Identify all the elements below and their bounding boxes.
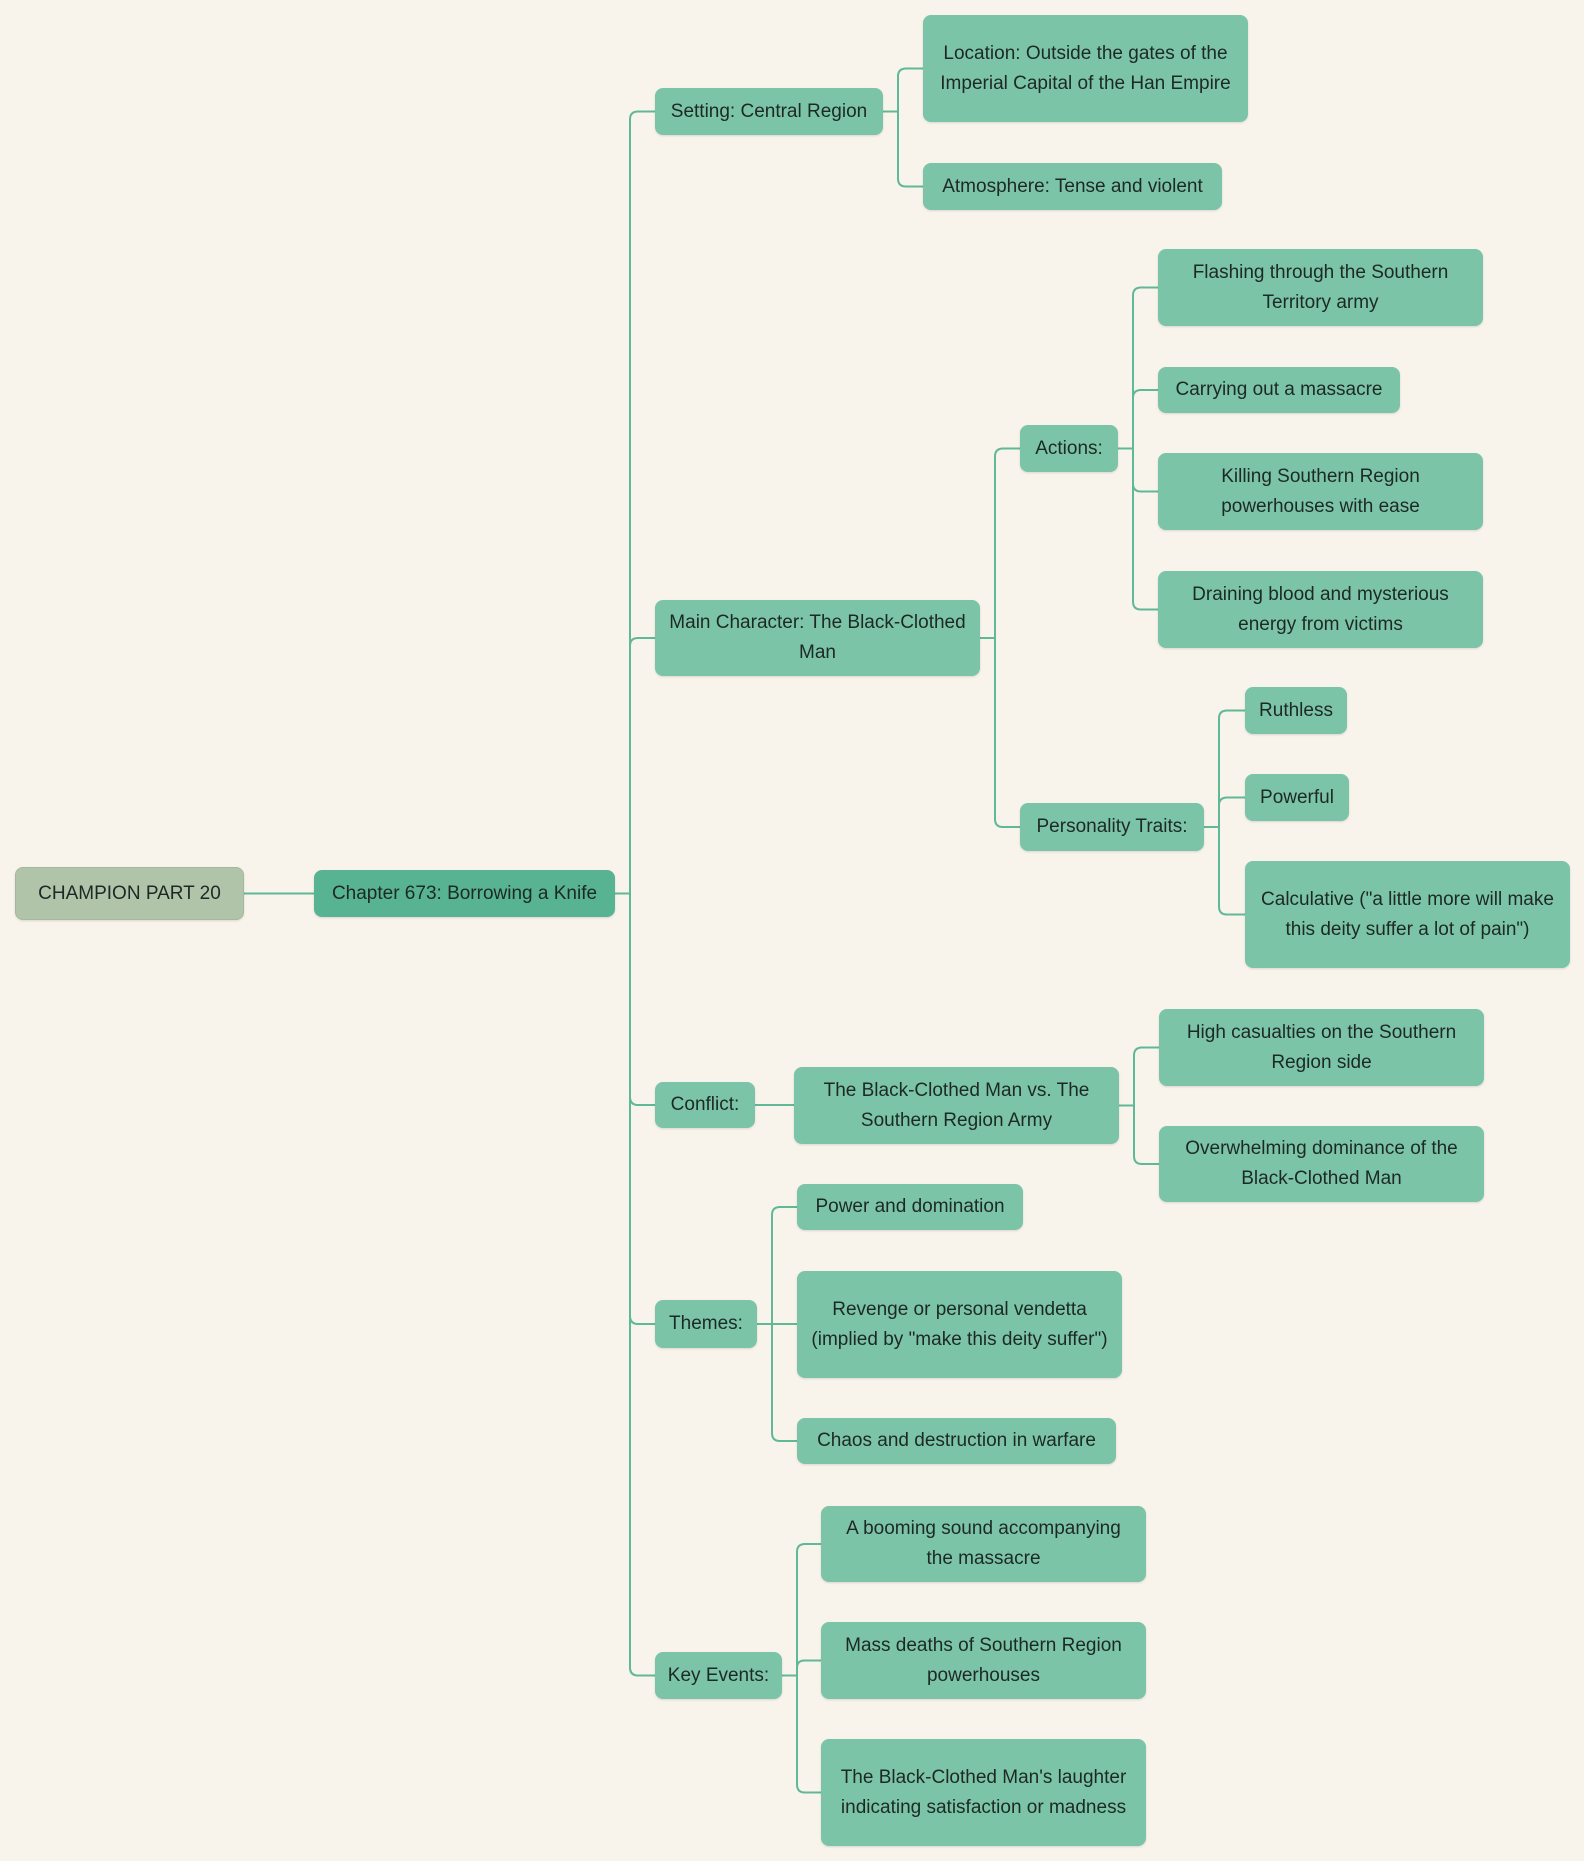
key-event-item[interactable]: Mass deaths of Southern Region powerhous…: [821, 1622, 1146, 1699]
action-item[interactable]: Flashing through the Southern Territory …: [1158, 249, 1483, 326]
connector-line: [1119, 1104, 1159, 1165]
connector-line: [757, 1206, 797, 1325]
connector-line: [1119, 1046, 1159, 1107]
action-item[interactable]: Draining blood and mysterious energy fro…: [1158, 571, 1483, 648]
connector-line: [1118, 389, 1158, 450]
main-character-node[interactable]: Main Character: The Black-Clothed Man: [655, 600, 980, 676]
connector-line: [782, 1674, 821, 1794]
theme-item[interactable]: Revenge or personal vendetta (implied by…: [797, 1271, 1122, 1378]
theme-item[interactable]: Power and domination: [797, 1184, 1023, 1230]
atmosphere-node[interactable]: Atmosphere: Tense and violent: [923, 163, 1222, 210]
connector-line: [757, 1323, 797, 1442]
connector-line: [782, 1543, 821, 1677]
trait-item[interactable]: Ruthless: [1245, 687, 1347, 734]
key-event-item[interactable]: The Black-Clothed Man's laughter indicat…: [821, 1739, 1146, 1846]
connector-line: [782, 1659, 821, 1677]
connector-line: [980, 637, 1020, 828]
conflict-item[interactable]: Overwhelming dominance of the Black-Clot…: [1159, 1126, 1484, 1202]
connector-line: [980, 447, 1020, 639]
connector-line: [1118, 447, 1158, 611]
conflict-node[interactable]: Conflict:: [655, 1082, 755, 1128]
connector-line: [615, 892, 655, 1106]
root-node[interactable]: CHAMPION PART 20: [15, 867, 244, 920]
connector-line: [1204, 826, 1245, 916]
setting-node[interactable]: Setting: Central Region: [655, 88, 883, 135]
connector-line: [1118, 447, 1158, 493]
connector-line: [1204, 796, 1245, 828]
trait-item[interactable]: Calculative ("a little more will make th…: [1245, 861, 1570, 968]
location-node[interactable]: Location: Outside the gates of the Imper…: [923, 15, 1248, 122]
connector-line: [615, 637, 655, 895]
themes-node[interactable]: Themes:: [655, 1300, 757, 1348]
actions-node[interactable]: Actions:: [1020, 425, 1118, 472]
connector-line: [1204, 709, 1245, 828]
chapter-node[interactable]: Chapter 673: Borrowing a Knife: [314, 870, 615, 917]
connector-line: [883, 67, 923, 113]
theme-item[interactable]: Chaos and destruction in warfare: [797, 1418, 1116, 1464]
traits-node[interactable]: Personality Traits:: [1020, 803, 1204, 851]
trait-item[interactable]: Powerful: [1245, 774, 1349, 821]
key-events-node[interactable]: Key Events:: [655, 1652, 782, 1699]
conflict-main-node[interactable]: The Black-Clothed Man vs. The Southern R…: [794, 1067, 1119, 1144]
connector-line: [883, 110, 923, 188]
key-event-item[interactable]: A booming sound accompanying the massacr…: [821, 1506, 1146, 1582]
connector-line: [615, 892, 655, 1325]
connector-line: [615, 892, 655, 1677]
action-item[interactable]: Killing Southern Region powerhouses with…: [1158, 453, 1483, 530]
connector-line: [1118, 286, 1158, 450]
connector-line: [615, 110, 655, 895]
action-item[interactable]: Carrying out a massacre: [1158, 367, 1400, 413]
conflict-item[interactable]: High casualties on the Southern Region s…: [1159, 1009, 1484, 1086]
